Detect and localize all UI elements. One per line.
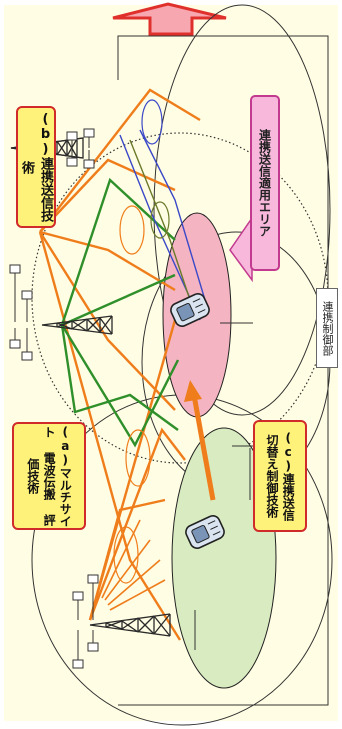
antenna-unit-icon	[72, 574, 99, 669]
antenna-unit-icon	[66, 128, 95, 169]
beam-lobes	[113, 99, 170, 584]
cell-tower-icon	[89, 613, 171, 637]
up-arrow-icon	[112, 2, 227, 36]
coverage-ellipse-b	[153, 4, 331, 416]
label-tech-c: (c)連携送信 切替え制御技術	[253, 420, 307, 532]
controller-box: 連携制御部	[316, 288, 338, 368]
label-tech-a: (a)マルチサイト 電波伝搬 評価技術	[12, 422, 86, 530]
mobile-phone-icon	[170, 293, 210, 327]
signal-fan-lower	[101, 519, 166, 611]
callout-coop-area: 連携送信適用エリア	[250, 95, 280, 271]
antenna-unit-icon	[9, 264, 33, 361]
label-tech-b: (b)連携送信技術	[16, 106, 56, 228]
handover-arrow	[184, 380, 216, 501]
cell-tower-icon	[41, 315, 113, 335]
mobile-phone-icon	[185, 515, 225, 549]
